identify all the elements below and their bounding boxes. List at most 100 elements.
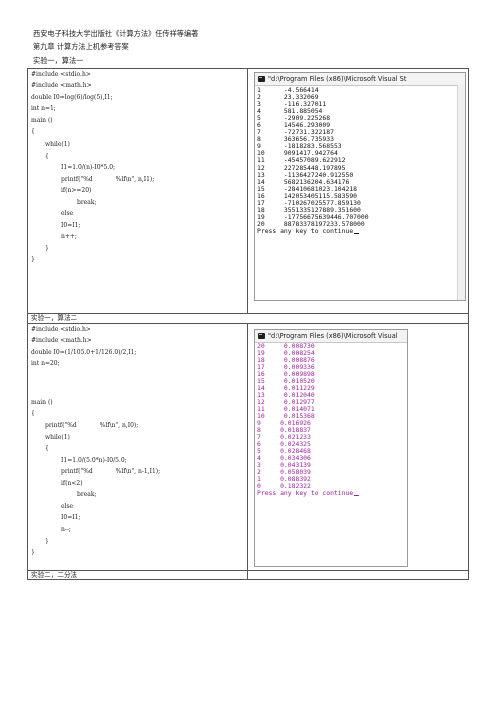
console-line: 3 0.043139	[257, 461, 311, 470]
console-line: 18 0.008876	[257, 355, 315, 364]
code-line: else	[61, 210, 74, 217]
console-line: 15 -28410681023.104218	[257, 184, 358, 193]
code-line: printf("%d %lf\n", n-1,I1);	[61, 467, 161, 475]
console-title-1: "d:\Program Files (x86)\Microsoft Visual…	[268, 75, 407, 83]
cursor-icon	[354, 232, 360, 234]
console-line: 10 0.015368	[257, 411, 315, 420]
console-line: 9 -1818283.568553	[257, 142, 342, 151]
console-line: 19 0.008254	[257, 348, 315, 357]
console-line: 11 -45457089.622912	[257, 156, 346, 165]
code-line: main ()	[31, 117, 53, 124]
console-line: 5 0.028468	[257, 447, 311, 456]
console-icon	[258, 332, 265, 339]
cursor-icon	[354, 495, 360, 497]
code-line: }	[31, 548, 35, 556]
code-line: {	[31, 409, 35, 417]
code-line: printf("%d %lf\n", n,I0);	[45, 421, 139, 429]
console-line: 19 -17756675639446.707000	[257, 212, 369, 221]
console-line: 10 9091417.942764	[257, 149, 338, 158]
console-line: 4 581.885054	[257, 107, 323, 116]
console-line: 13 0.012040	[257, 390, 315, 399]
code-line: else	[61, 502, 74, 510]
console-window-2: "d:\Program Files (x86)\Microsoft Visual…	[254, 328, 408, 567]
code-line: break;	[77, 199, 97, 206]
document-title: 西安电子科技大学出版社《计算方法》任传祥等编著	[33, 29, 199, 38]
console-line: 5 -2909.225268	[257, 114, 331, 123]
console-prompt-line: Press any key to continue	[257, 490, 360, 497]
code-line: I0=I1;	[61, 513, 81, 521]
console-line: 1 -4.566414	[257, 86, 319, 94]
console-line: 6 14546.293009	[257, 121, 331, 130]
document-table: #include <stdio.h> #include <math.h> doubl…	[27, 68, 469, 580]
code-cell-2: #include <stdio.h> #include <math.h> doubl…	[27, 322, 248, 571]
code-line: double I0=(1/105.0+1/126.0)/2,I1;	[31, 348, 137, 356]
console-line: 11 0.014071	[257, 404, 315, 413]
console-title-2: "d:\Program Files (x86)\Microsoft Visual	[268, 331, 398, 340]
code-line: {	[31, 128, 35, 135]
code-line: int n=1;	[31, 105, 56, 112]
console-line: 6 0.024325	[257, 440, 311, 449]
console-line: 0 0.182322	[257, 482, 311, 491]
code-line: #include <stdio.h>	[31, 71, 91, 78]
code-line: double I0=log(6)/log(5),I1;	[31, 94, 113, 101]
console-line: 14 5682136204.634176	[257, 177, 350, 186]
code-line: printf("%d %lf\n", n,I1);	[61, 176, 155, 183]
console-prompt-line: Press any key to continue	[257, 227, 369, 235]
console-line: 20 88783378197233.578000	[257, 219, 365, 228]
code-cell-1: #include <stdio.h> #include <math.h> doubl…	[27, 68, 248, 314]
table-row: #include <stdio.h> #include <math.h> doubl…	[27, 68, 469, 314]
code-line: I1=1.0/(5.0*n)-I0/5.0;	[61, 456, 127, 464]
console-window-1: "d:\Program Files (x86)\Microsoft Visual…	[254, 72, 466, 301]
table-row: #include <stdio.h> #include <math.h> doubl…	[27, 322, 469, 571]
code-line: #include <math.h>	[31, 82, 92, 89]
console-line: 12 227285448.197895	[257, 163, 346, 172]
console-line: 2 23.332069	[257, 93, 319, 102]
table-row: 实验二，二分法	[27, 569, 469, 580]
console-line: 13 -1136427240.912550	[257, 170, 354, 179]
console-line: 20 0.008730	[257, 341, 315, 350]
empty-cell	[247, 569, 469, 580]
screenshot-cell-1: "d:\Program Files (x86)\Microsoft Visual…	[247, 68, 469, 314]
code-line: {	[45, 153, 49, 160]
console-titlebar-1: "d:\Program Files (x86)\Microsoft Visual…	[255, 73, 465, 86]
code-line: n--;	[61, 525, 71, 533]
console-line: 12 0.012977	[257, 397, 315, 406]
code-line: main ()	[31, 398, 53, 406]
code-line: while(1)	[45, 141, 70, 148]
code-line: }	[31, 256, 35, 263]
console-line: 15 0.010520	[257, 376, 315, 385]
code-line: if(n<2)	[61, 479, 83, 487]
console-line: 18 3551335127889.351600	[257, 205, 361, 214]
console-icon	[258, 76, 265, 82]
section-label-2: 实验一，算法二	[27, 313, 469, 324]
screenshot-cell-2: "d:\Program Files (x86)\Microsoft Visual…	[247, 322, 469, 571]
section-label-1: 实验一，算法一	[33, 56, 84, 65]
code-line: break;	[77, 490, 97, 498]
chapter-title: 第九章 计算方法上机参考答案	[33, 42, 129, 51]
code-line: while(1)	[45, 433, 70, 441]
console-line: 1 0.088392	[257, 475, 311, 484]
console-line: 16 0.009898	[257, 369, 315, 378]
console-line: 17 -710267025577.859130	[257, 198, 361, 207]
code-line: if(n>=20)	[61, 187, 92, 194]
console-line: 7 -72731.322187	[257, 128, 334, 137]
code-line: #include <math.h>	[31, 336, 92, 344]
console-line: 17 0.009336	[257, 362, 315, 371]
console-line: 4 0.034306	[257, 454, 311, 463]
console-line: 7 0.021233	[257, 433, 311, 442]
console-line: 8 363656.735933	[257, 135, 334, 144]
code-line: {	[45, 444, 49, 452]
console-scrollbar-1[interactable]	[457, 85, 465, 300]
code-line: I0=I1;	[61, 222, 81, 229]
console-line: 2 0.058039	[257, 468, 311, 477]
code-line: int n=20;	[31, 359, 60, 367]
section-label-3: 实验二，二分法	[27, 569, 248, 580]
code-line: n++;	[61, 233, 77, 240]
table-row: 实验一，算法二	[27, 313, 469, 324]
console-titlebar-2: "d:\Program Files (x86)\Microsoft Visual	[255, 329, 407, 343]
console-line: 3 -116.327011	[257, 100, 327, 109]
code-line: #include <stdio.h>	[31, 325, 91, 333]
console-line: 16 142053405115.583590	[257, 191, 358, 200]
